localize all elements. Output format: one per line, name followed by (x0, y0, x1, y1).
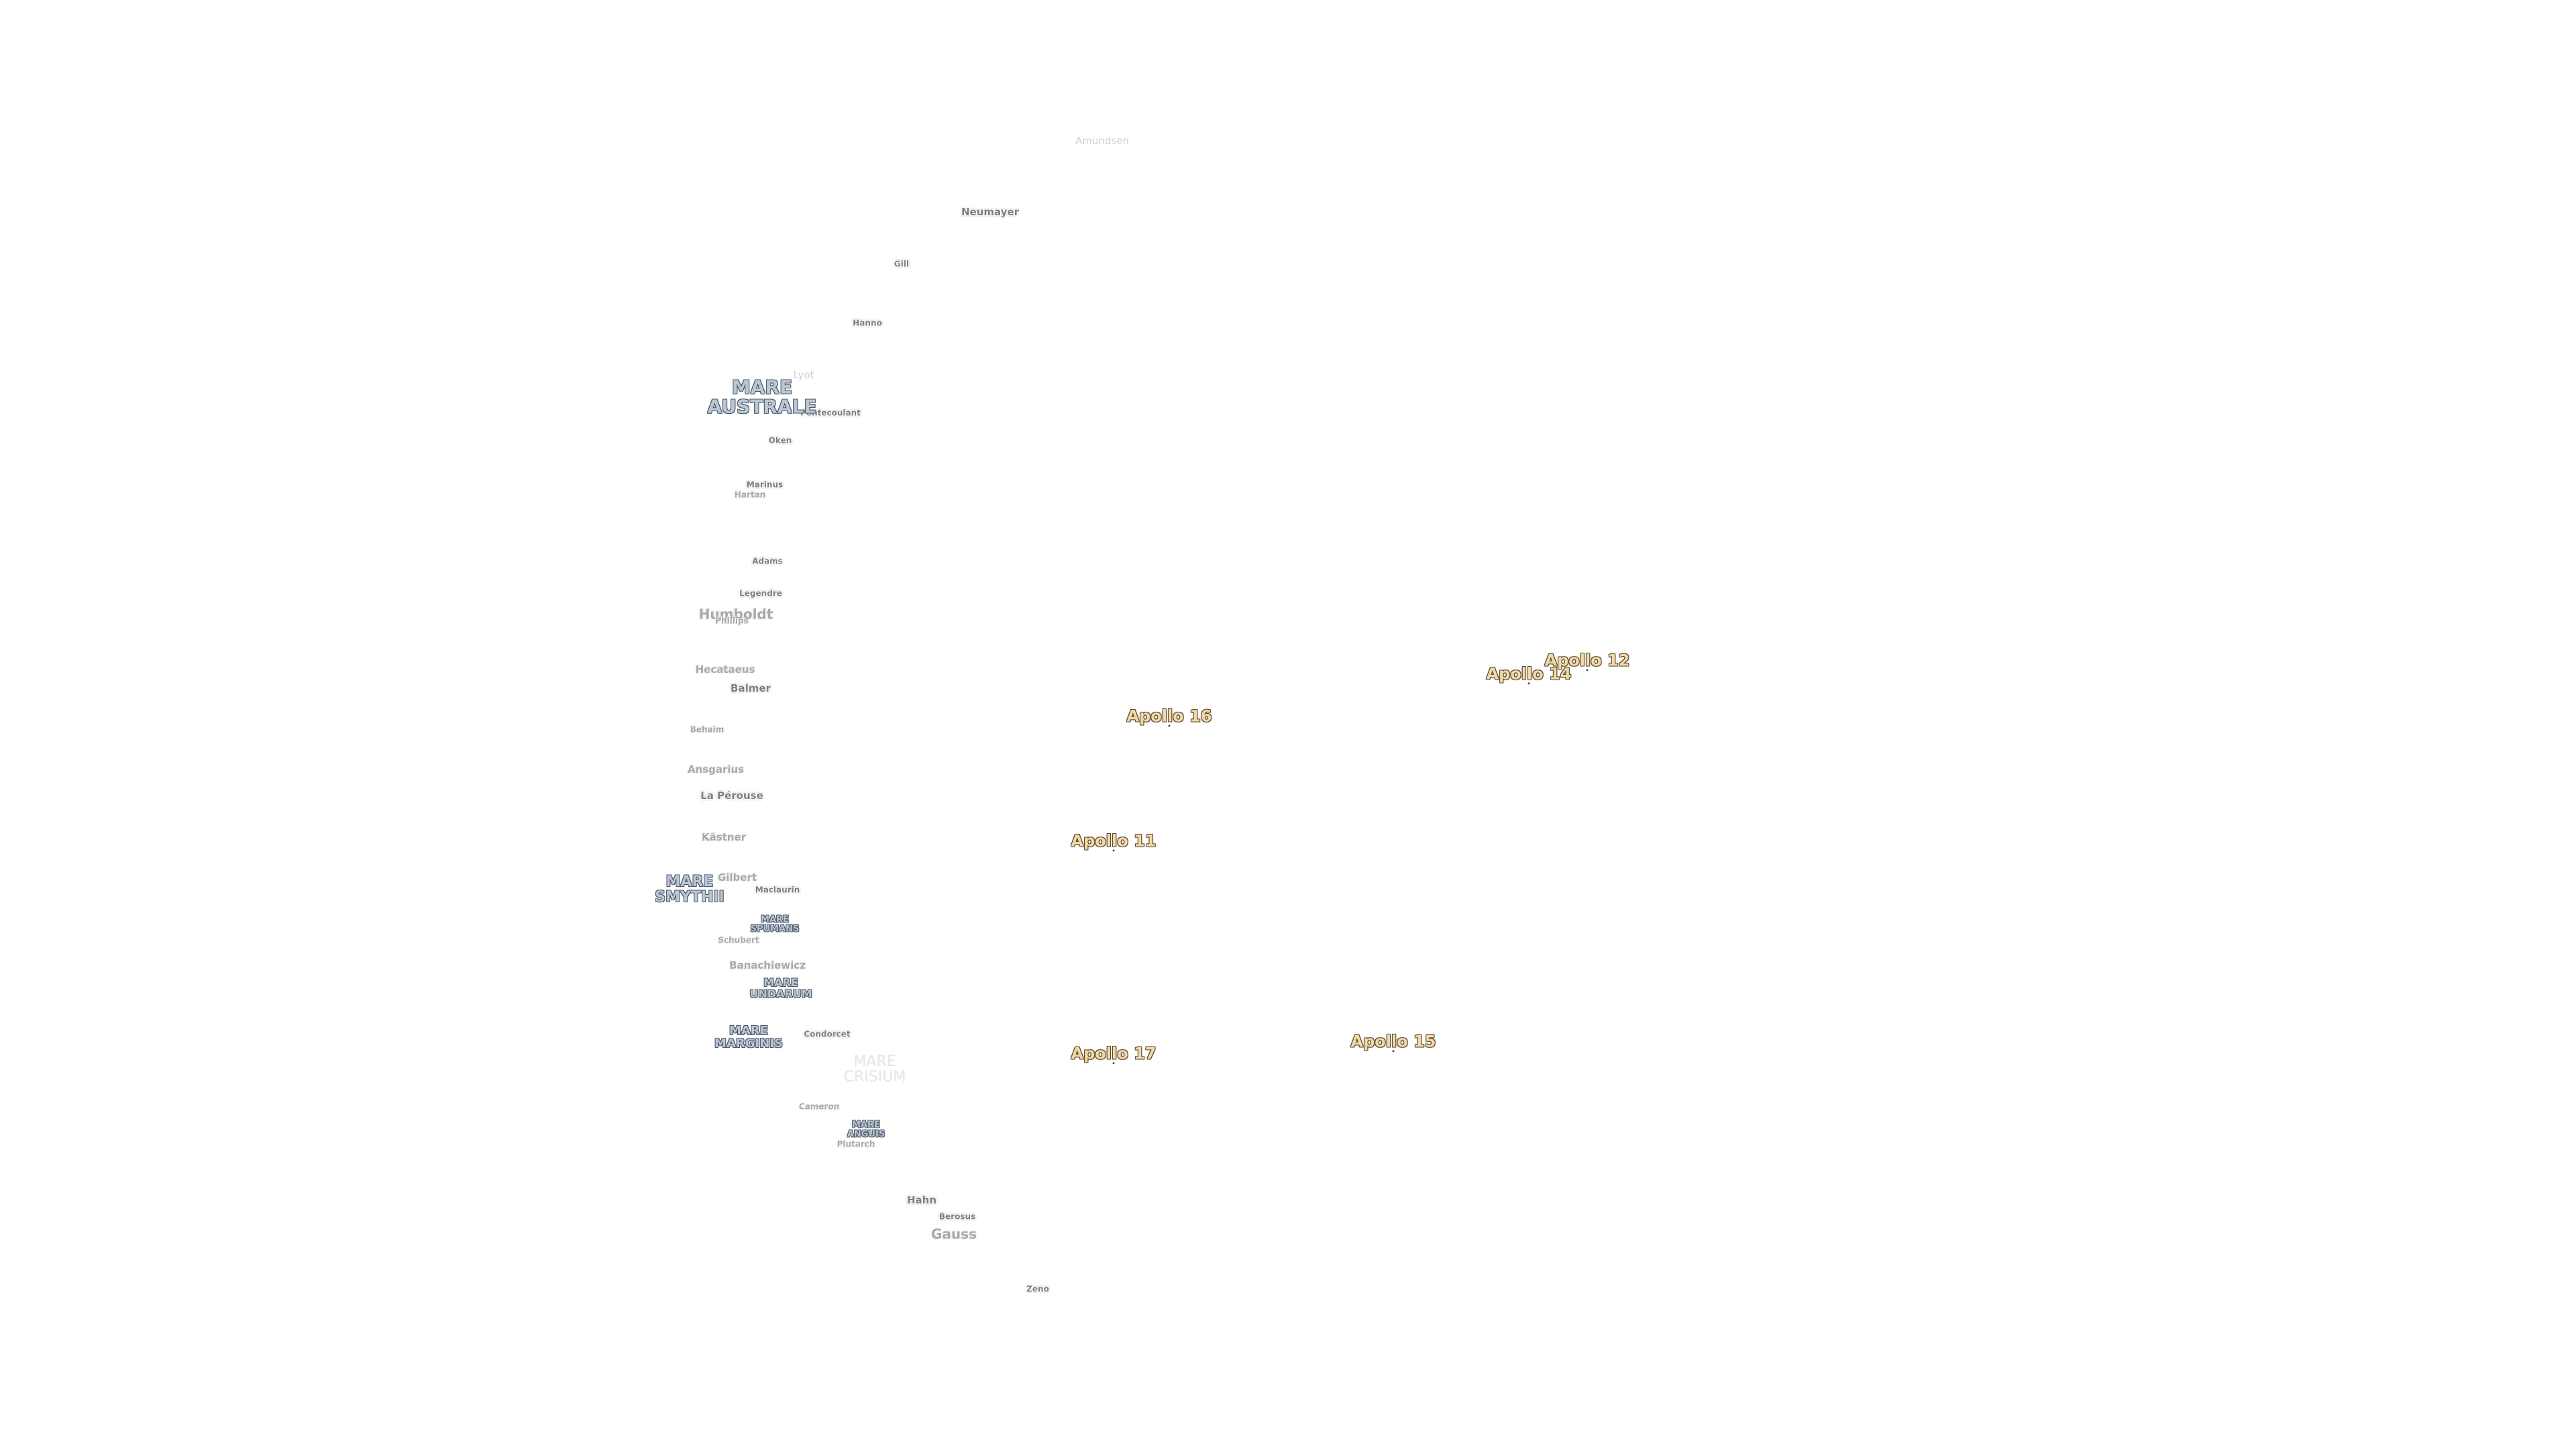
crater-label-maclaurin: Maclaurin (755, 885, 800, 895)
mare-label-smythii: MARE SMYTHII (655, 873, 724, 906)
crater-label-neumayer: Neumayer (961, 206, 1020, 219)
crater-label-zeno: Zeno (1026, 1284, 1049, 1294)
crater-label-condorcet: Condorcet (804, 1029, 851, 1039)
crater-label-pontecoulant: Pontecoulant (800, 408, 861, 418)
crater-label-berosus: Berosus (938, 1212, 976, 1222)
crater-label-hahn: Hahn (906, 1194, 937, 1207)
crater-label-phillips: Phillips (715, 616, 749, 626)
apollo-site-14[interactable]: Apollo 14 (1486, 664, 1572, 685)
crater-label-adams: Adams (752, 556, 783, 566)
mare-label-crisium: MARE CRISIUM (843, 1053, 906, 1085)
crater-label-cameron: Cameron (798, 1102, 840, 1112)
crater-label-balmer: Balmer (731, 682, 771, 695)
crater-label-behaim: Behaim (690, 724, 724, 735)
mare-label-anguis: MARE ANGUIS (847, 1120, 885, 1139)
mare-label-marginis: MARE MARGINIS (714, 1024, 783, 1051)
crater-label-amundsen: Amundsen (1075, 135, 1129, 148)
crater-label-banachiewicz: Banachiewicz (729, 959, 806, 972)
mare-label-undarum: MARE UNDARUM (749, 976, 812, 1000)
apollo-site-15[interactable]: Apollo 15 (1350, 1032, 1436, 1053)
crater-label-hartan: Hartan (734, 490, 766, 500)
apollo-site-16[interactable]: Apollo 16 (1126, 706, 1212, 727)
crater-label-gauss: Gauss (931, 1226, 977, 1242)
crater-label-la-perouse: La Pérouse (700, 790, 763, 802)
apollo-site-17[interactable]: Apollo 17 (1071, 1044, 1157, 1065)
crater-label-gill: Gill (894, 259, 910, 269)
crater-label-humboldt: Humboldt (698, 606, 773, 623)
crater-label-plutarch: Plutarch (837, 1139, 875, 1149)
crater-label-legendre: Legendre (739, 588, 782, 598)
apollo-site-11[interactable]: Apollo 11 (1071, 831, 1157, 852)
crater-label-marinus: Marinus (746, 480, 784, 490)
crater-label-hecataeus: Hecataeus (695, 663, 755, 676)
crater-label-lyot: Lyot (793, 369, 814, 382)
crater-label-kastner: Kästner (701, 831, 747, 844)
mare-label-spumans: MARE SPUMANS (750, 914, 800, 934)
crater-label-schubert: Schubert (718, 935, 759, 945)
crater-label-hanno: Hanno (853, 318, 882, 328)
apollo-site-12[interactable]: Apollo 12 (1544, 651, 1630, 672)
mare-label-australe: MARE AUSTRALE (707, 376, 817, 418)
crater-label-oken: Oken (768, 435, 792, 445)
crater-label-gilbert: Gilbert (717, 871, 757, 884)
crater-label-ansgarius: Ansgarius (687, 763, 745, 776)
